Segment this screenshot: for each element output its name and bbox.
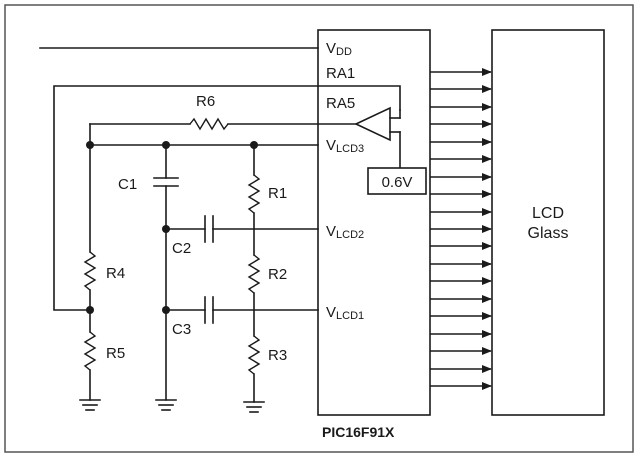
label-r5: R5 xyxy=(106,345,125,362)
reference-box xyxy=(367,167,427,195)
resistor-r4 xyxy=(83,251,97,291)
resistor-r1 xyxy=(247,174,261,214)
label-r6: R6 xyxy=(196,93,215,110)
resistor-r3 xyxy=(247,335,261,375)
label-r2: R2 xyxy=(268,266,287,283)
resistor-r5 xyxy=(83,331,97,371)
label-r1: R1 xyxy=(268,185,287,202)
chip-label: PIC16F91X xyxy=(322,424,395,440)
node-r4-r5 xyxy=(86,306,94,314)
ground-right xyxy=(243,401,265,413)
label-c1: C1 xyxy=(118,176,137,193)
label-c3: C3 xyxy=(172,321,191,338)
label-r4: R4 xyxy=(106,265,125,282)
pin-vlcd3: VLCD3 xyxy=(326,137,364,155)
reference-label: 0.6V xyxy=(382,174,413,191)
pin-vdd: VDD xyxy=(326,40,352,58)
pin-vlcd1: VLCD1 xyxy=(326,304,364,322)
lcd-glass xyxy=(491,29,605,416)
label-c2: C2 xyxy=(172,240,191,257)
opamp-buffer xyxy=(354,106,391,142)
ra1-wire xyxy=(53,85,401,311)
resistor-r2 xyxy=(247,254,261,294)
pin-ra1: RA1 xyxy=(326,65,355,82)
ground-left xyxy=(79,399,101,411)
pin-ra5: RA5 xyxy=(326,95,355,112)
ground-middle xyxy=(155,399,177,411)
segment-lines xyxy=(430,68,492,390)
pic-chip xyxy=(317,29,431,416)
lcd-label-line1: LCD xyxy=(532,205,564,222)
outer-frame xyxy=(4,4,634,453)
pin-vlcd2: VLCD2 xyxy=(326,223,364,241)
resistor-r6 xyxy=(189,117,229,131)
label-r3: R3 xyxy=(268,347,287,364)
lcd-label-line2: Glass xyxy=(528,225,569,242)
